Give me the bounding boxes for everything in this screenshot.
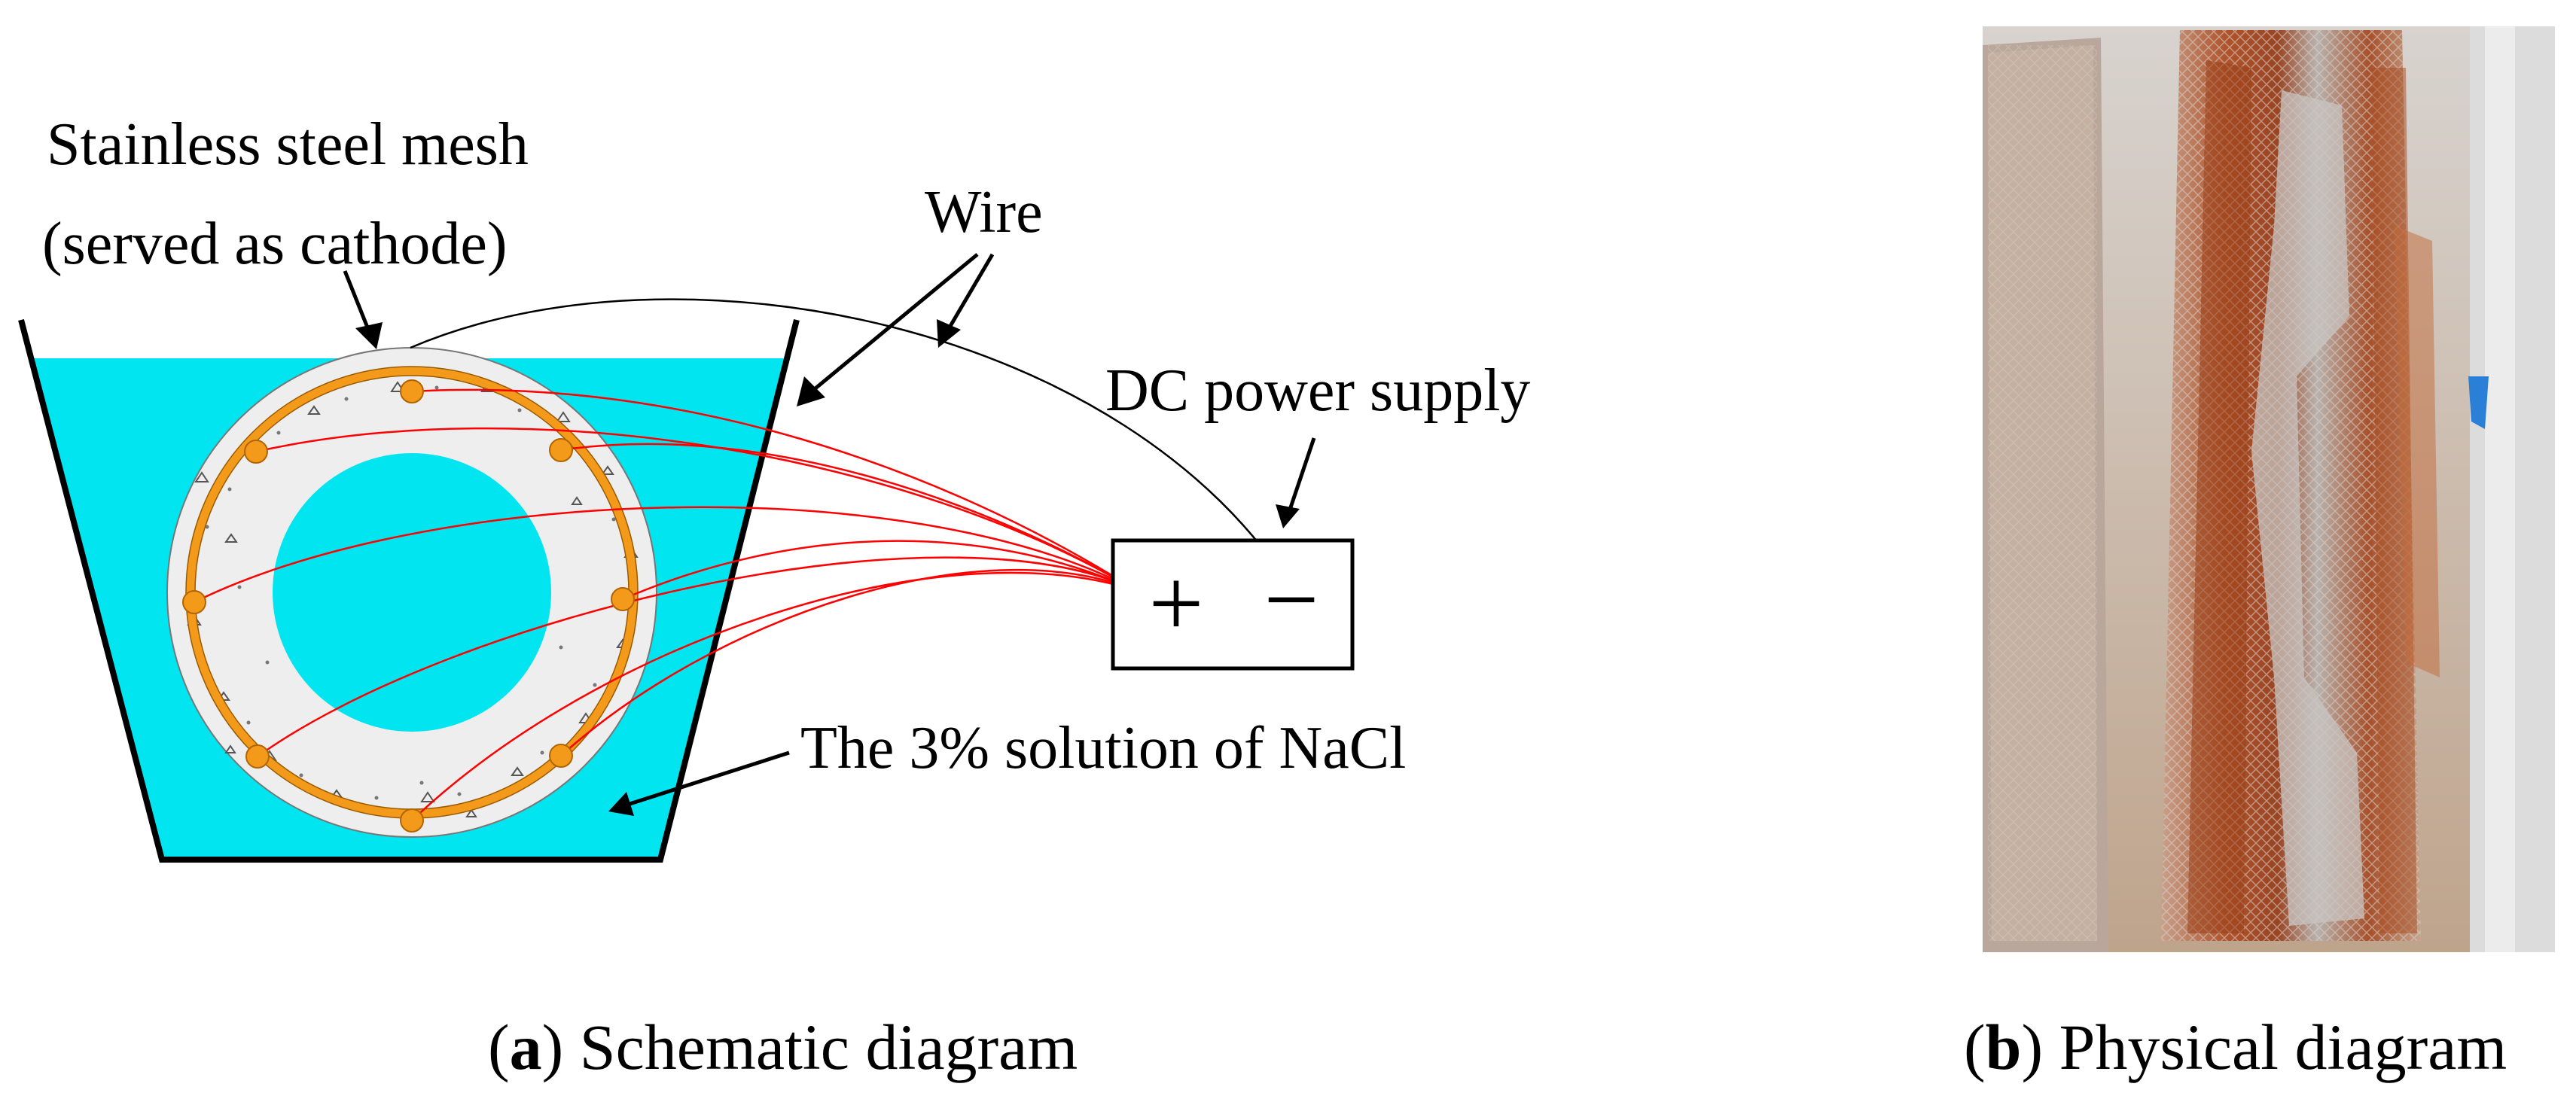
anode-wires bbox=[194, 388, 1138, 821]
rebar bbox=[400, 808, 424, 833]
longitudinal-rebars bbox=[182, 379, 635, 833]
rebar bbox=[244, 440, 268, 464]
mesh-label-line2: (served as cathode) bbox=[42, 211, 507, 277]
minus-terminal: − bbox=[1264, 546, 1318, 654]
physical-photo: (b) Physical diagram bbox=[1964, 26, 2555, 1083]
rebar bbox=[400, 379, 424, 403]
rebar bbox=[549, 438, 573, 462]
caption-a: (a) Schematic diagram bbox=[488, 1011, 1078, 1083]
mesh-label-line1: Stainless steel mesh bbox=[47, 111, 529, 178]
annotation-arrows bbox=[343, 253, 1316, 816]
rebar bbox=[611, 587, 635, 611]
plus-terminal: + bbox=[1148, 549, 1203, 658]
caption-b: (b) Physical diagram bbox=[1964, 1011, 2507, 1083]
dc-power-supply-box bbox=[1111, 538, 1355, 671]
rebar bbox=[182, 590, 206, 614]
tank-outline bbox=[18, 318, 800, 863]
schematic-diagram: + − Stainless steel mesh (served as cath… bbox=[18, 111, 1530, 1083]
solution-label: The 3% solution of NaCl bbox=[800, 715, 1406, 781]
dc-power-supply-label: DC power supply bbox=[1105, 358, 1530, 424]
hollow-core bbox=[273, 453, 551, 732]
rebar bbox=[245, 744, 270, 769]
wire-label: Wire bbox=[925, 179, 1043, 245]
rebar bbox=[549, 744, 573, 768]
